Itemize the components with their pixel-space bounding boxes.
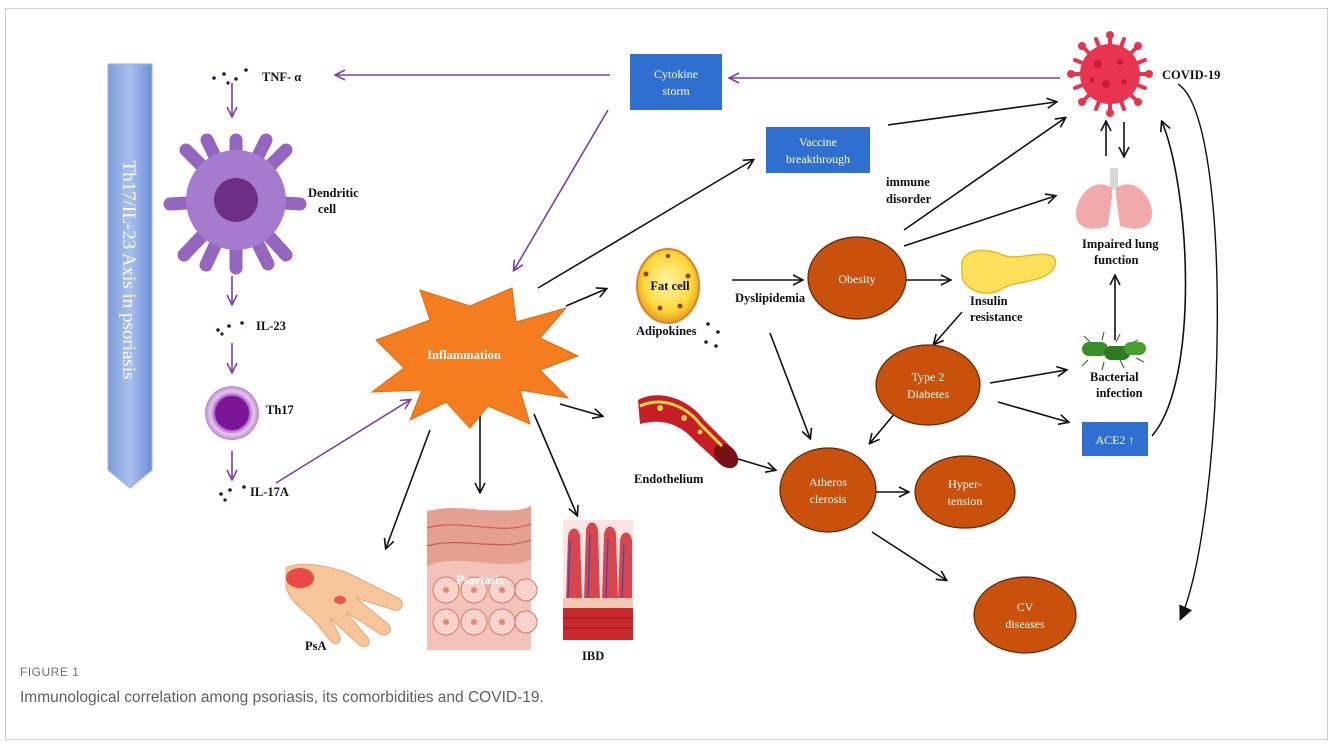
- ace2-box: ACE2 ↑: [1082, 422, 1148, 456]
- pancreas-icon: [961, 249, 1057, 294]
- figure-caption-tag: FIGURE 1: [20, 665, 80, 679]
- athero-label-2: clerosis: [810, 492, 847, 506]
- purple-arrows: [232, 75, 1060, 484]
- fat-cell-icon: Fat cell: [636, 248, 700, 324]
- t2d-label-2: Diabetes: [907, 387, 949, 401]
- obesity-label: Obesity: [838, 272, 875, 286]
- cytokine-storm-box: Cytokine storm: [630, 54, 722, 110]
- lung-label-2: function: [1094, 253, 1139, 267]
- vaccine-label-2: breakthrough: [786, 152, 850, 166]
- insulin-label-2: resistance: [970, 310, 1023, 324]
- athero-label-1: Atheros: [809, 475, 847, 489]
- il23-label: IL-23: [256, 319, 286, 333]
- covid-to-cv-arrow: [1177, 83, 1219, 621]
- psa-hand-icon: [285, 563, 403, 648]
- lungs-icon: [1076, 168, 1152, 229]
- th17-label: Th17: [266, 403, 294, 417]
- cv-diseases-oval: CV diseases: [973, 576, 1077, 654]
- hypertension-oval: Hyper- tension: [914, 455, 1016, 529]
- dendritic-cell-icon: [163, 133, 307, 275]
- fat-cell-label: Fat cell: [650, 279, 690, 293]
- vaccine-breakthrough-box: Vaccine breakthrough: [766, 127, 870, 173]
- inflammation-label: Inflammation: [427, 348, 501, 362]
- insulin-label-1: Insulin: [970, 294, 1008, 308]
- axis-banner-title: Th17/IL-23 Axis in psoriasis: [118, 160, 139, 379]
- adipokines-particles: [704, 322, 720, 348]
- adipokines-label: Adipokines: [636, 324, 697, 338]
- bacterial-label-2: infection: [1096, 386, 1143, 400]
- type2-diabetes-oval: Type 2 Diabetes: [875, 344, 981, 426]
- ace2-label: ACE2 ↑: [1096, 433, 1135, 447]
- obesity-oval: Obesity: [807, 236, 907, 320]
- dyslipidemia-label: Dyslipidemia: [735, 291, 806, 305]
- hyper-label-1: Hyper-: [948, 477, 982, 491]
- endothelium-label: Endothelium: [634, 472, 704, 486]
- il17a-label: IL-17A: [250, 485, 289, 499]
- il17a-particles: [219, 485, 246, 502]
- dendritic-label-2: cell: [318, 202, 337, 216]
- t2d-label-1: Type 2: [912, 370, 945, 384]
- vaccine-label-1: Vaccine: [799, 135, 837, 149]
- diagram-canvas: Th17/IL-23 Axis in psoriasis: [107, 31, 1220, 660]
- dendritic-label-1: Dendritic: [308, 186, 359, 200]
- cytokine-label-2: storm: [662, 84, 690, 98]
- cv-label-1: CV: [1017, 600, 1034, 614]
- axis-banner: Th17/IL-23 Axis in psoriasis: [107, 63, 153, 489]
- th17-cell-icon: [205, 386, 259, 440]
- immune-label-2: disorder: [886, 192, 932, 206]
- hyper-label-2: tension: [948, 494, 983, 508]
- figure-caption-text: Immunological correlation among psoriasi…: [20, 689, 544, 706]
- psoriasis-label: Psoriasis: [456, 573, 503, 587]
- il23-particles: [216, 321, 244, 336]
- tnf-particles: [212, 68, 248, 85]
- psa-label: PsA: [305, 639, 327, 653]
- lung-label-1: Impaired lung: [1082, 237, 1159, 251]
- atherosclerosis-oval: Atheros clerosis: [779, 447, 877, 533]
- cytokine-label-1: Cytokine: [654, 67, 698, 81]
- bacteria-icon: [1081, 331, 1146, 371]
- cv-label-2: diseases: [1005, 617, 1045, 631]
- immune-label-1: immune: [886, 175, 930, 189]
- covid-virus-icon: [1067, 31, 1153, 117]
- ibd-label: IBD: [582, 649, 604, 660]
- psoriasis-tissue-icon: Psoriasis: [426, 506, 538, 650]
- tnf-label: TNF- α: [262, 70, 301, 84]
- black-arrows: [386, 102, 1187, 580]
- ibd-intestine-icon: [563, 520, 633, 640]
- figure-frame: [5, 8, 1328, 740]
- bacterial-label-1: Bacterial: [1090, 370, 1139, 384]
- covid-label: COVID-19: [1162, 68, 1220, 82]
- blood-vessel-icon: [638, 395, 739, 469]
- inflammation-burst: Inflammation: [370, 287, 580, 429]
